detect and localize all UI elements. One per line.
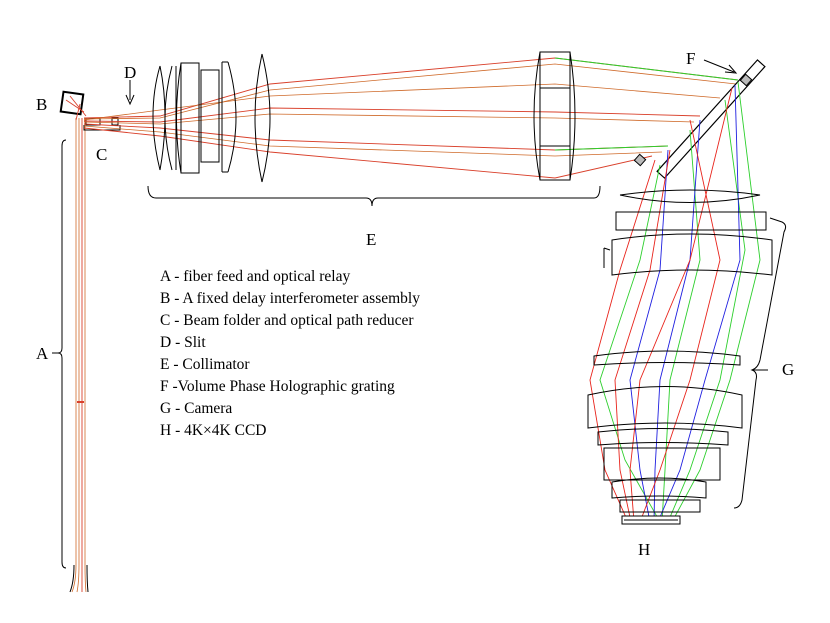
legend-item-g: G - Camera <box>160 400 232 417</box>
label-b: B <box>36 95 47 114</box>
legend-item-f: F -Volume Phase Holographic grating <box>160 378 395 395</box>
collimator-beams <box>83 57 739 179</box>
legend-item-c: C - Beam folder and optical path reducer <box>160 312 414 329</box>
camera-lenses <box>587 189 773 513</box>
label-a: A <box>36 344 49 363</box>
collimator-lenses <box>152 51 576 183</box>
arrow-d <box>125 80 135 106</box>
arrow-f <box>703 59 738 74</box>
bracket-g <box>733 217 787 509</box>
label-h: H <box>638 540 650 559</box>
label-c: C <box>96 145 107 164</box>
label-e: E <box>366 230 376 249</box>
legend-item-b: B - A fixed delay interferometer assembl… <box>160 290 420 307</box>
label-f: F <box>686 49 695 68</box>
legend: A - fiber feed and optical relay B - A f… <box>160 268 420 439</box>
bracket-e <box>147 185 601 207</box>
label-g: G <box>782 360 794 379</box>
vph-grating <box>633 59 766 179</box>
bracket-a <box>52 139 67 569</box>
legend-item-a: A - fiber feed and optical relay <box>160 268 350 285</box>
legend-item-d: D - Slit <box>160 334 206 351</box>
fiber-feed <box>69 118 89 593</box>
legend-item-h: H - 4K×4K CCD <box>160 422 266 439</box>
ccd-detector <box>621 515 681 525</box>
interferometer-assembly <box>59 90 87 121</box>
label-d: D <box>124 63 136 82</box>
legend-item-e: E - Collimator <box>160 356 250 373</box>
